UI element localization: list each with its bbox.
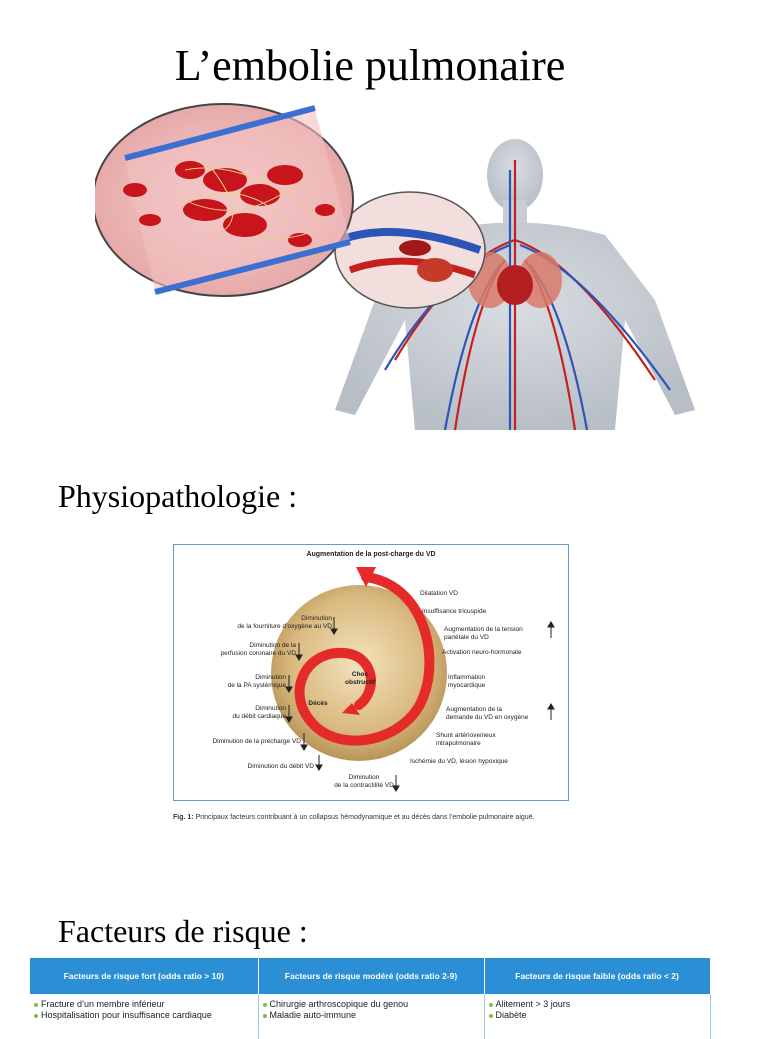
spiral-shape bbox=[294, 572, 435, 746]
table-header-row: Facteurs de risque fort (odds ratio > 10… bbox=[30, 958, 711, 994]
caption-label: Fig. 1: bbox=[173, 814, 194, 821]
disc-shape bbox=[271, 585, 447, 761]
physiopathology-heading: Physiopathologie : bbox=[58, 478, 298, 514]
left-label-3: Diminution de la PA systémique bbox=[227, 674, 286, 689]
list-item: Maladie auto-immune bbox=[262, 1010, 480, 1021]
left-label-5: Diminution de la précharge VD bbox=[212, 738, 301, 745]
right-label-4: Activation neuro-hormonale bbox=[442, 649, 522, 656]
lung-zoom-icon bbox=[334, 191, 486, 309]
page-title: L’embolie pulmonaire bbox=[174, 41, 566, 90]
right-label-6: Augmentation de la demande du VD en oxyg… bbox=[446, 706, 529, 721]
post-charge-label: Augmentation de la post-charge du VD bbox=[306, 551, 436, 558]
death-label: Décès bbox=[308, 700, 328, 707]
list-item: Alitement > 3 jours bbox=[488, 999, 706, 1010]
list-item: Diabète bbox=[488, 1010, 706, 1021]
figure-caption: Fig. 1: Principaux facteurs contribuant … bbox=[173, 813, 573, 822]
left-label-6: Diminution du débit VD bbox=[247, 763, 314, 770]
list-item: Chirurgie arthroscopique du genou bbox=[262, 999, 480, 1010]
vicious-circle-diagram bbox=[271, 567, 555, 792]
down-arrows bbox=[285, 617, 400, 792]
pulmonary-embolism-illustration bbox=[95, 103, 695, 430]
right-label-3: Augmentation de la tension pariétale du … bbox=[444, 626, 523, 641]
weak-risk-cell: Alitement > 3 jours Diabète bbox=[484, 994, 711, 1039]
risk-factors-heading: Facteurs de risque : bbox=[58, 913, 308, 949]
strong-risk-cell: Fracture d’un membre inférieur Hospitali… bbox=[30, 994, 259, 1039]
left-label-1: Diminution de la fourniture d’oxygène au… bbox=[237, 615, 332, 630]
moderate-risk-cell: Chirurgie arthroscopique du genou Maladi… bbox=[258, 994, 485, 1039]
header-weak-risk: Facteurs de risque faible (odds ratio < … bbox=[484, 958, 711, 994]
blood-clot-icon bbox=[95, 103, 354, 297]
right-label-2: Insuffisance tricuspide bbox=[422, 608, 487, 615]
caption-text: Principaux facteurs contribuant à un col… bbox=[195, 814, 535, 821]
table-row: Fracture d’un membre inférieur Hospitali… bbox=[30, 994, 711, 1039]
right-label-1: Dilatation VD bbox=[420, 590, 458, 597]
physiopathology-figure: Augmentation de la post-charge du VD Dim… bbox=[173, 544, 569, 801]
right-label-8: Ischémie du VD, lésion hypoxique bbox=[410, 758, 508, 765]
right-label-7: Shunt artérioveineux intrapulmonaire bbox=[436, 732, 496, 747]
spiral-arrowhead bbox=[342, 703, 360, 715]
left-label-4: Diminution du débit cardiaque bbox=[232, 705, 287, 720]
top-arrowhead bbox=[356, 567, 376, 587]
bottom-label: Diminution de la contractilité VD bbox=[334, 774, 394, 789]
list-item: Fracture d’un membre inférieur bbox=[34, 999, 254, 1010]
risk-factors-table: Facteurs de risque fort (odds ratio > 10… bbox=[30, 958, 711, 1039]
right-label-5: Inflammation myocardique bbox=[448, 674, 486, 689]
header-strong-risk: Facteurs de risque fort (odds ratio > 10… bbox=[30, 958, 259, 994]
list-item: Hospitalisation pour insuffisance cardia… bbox=[34, 1010, 254, 1021]
up-arrows bbox=[547, 621, 555, 720]
left-label-2: Diminution de la perfusion coronaire du … bbox=[220, 642, 296, 657]
header-moderate-risk: Facteurs de risque modéré (odds ratio 2-… bbox=[258, 958, 485, 994]
shock-label: Choc obstructif bbox=[345, 671, 375, 686]
